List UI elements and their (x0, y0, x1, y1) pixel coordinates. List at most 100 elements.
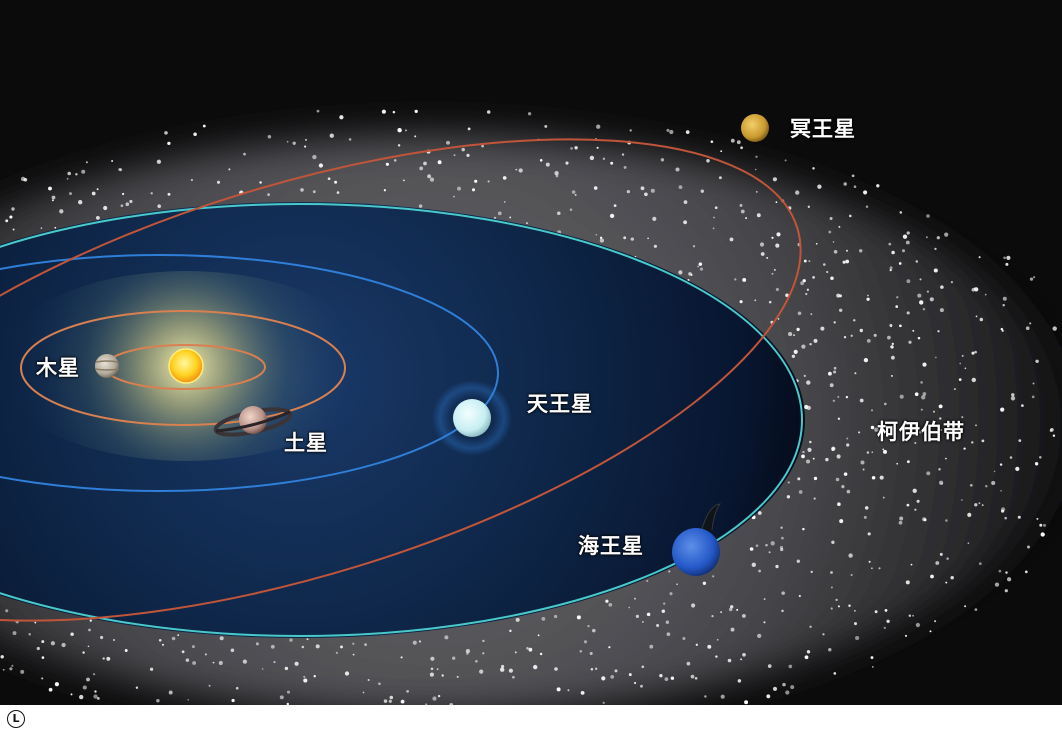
belt-particle (826, 270, 829, 274)
belt-particle (756, 213, 761, 218)
belt-particle (751, 562, 756, 567)
belt-particle (845, 259, 850, 264)
uranus-icon (432, 380, 512, 456)
belt-particle (745, 217, 748, 220)
belt-particle (348, 138, 352, 141)
belt-particle (874, 427, 879, 432)
belt-particle (156, 159, 162, 164)
belt-particle (917, 336, 921, 340)
belt-particle (12, 631, 17, 636)
belt-particle (664, 677, 669, 681)
belt-particle (595, 233, 598, 236)
belt-particle (871, 451, 874, 454)
belt-particle (914, 508, 917, 511)
belt-particle (688, 272, 692, 276)
belt-particle (666, 632, 671, 637)
belt-particle (914, 392, 919, 397)
belt-particle (896, 296, 899, 299)
belt-particle (452, 656, 456, 660)
belt-particle (599, 236, 603, 239)
belt-particle (392, 110, 396, 114)
belt-particle (781, 609, 784, 613)
belt-particle (193, 132, 197, 137)
belt-particle (912, 488, 917, 493)
belt-particle (891, 346, 894, 349)
belt-particle (537, 634, 540, 637)
belt-particle (303, 678, 308, 683)
belt-particle (487, 180, 490, 183)
belt-particle (851, 174, 855, 178)
belt-particle (300, 188, 304, 192)
belt-particle (969, 483, 973, 487)
belt-particle (102, 657, 105, 660)
belt-particle (533, 664, 538, 670)
belt-particle (1024, 570, 1028, 574)
belt-particle (528, 647, 533, 652)
belt-particle (694, 676, 698, 680)
belt-particle (715, 655, 718, 658)
belt-particle (48, 687, 53, 692)
belt-particle (273, 661, 276, 664)
belt-particle (514, 651, 517, 654)
belt-particle (846, 249, 848, 252)
belt-particle (243, 152, 246, 156)
belt-particle (807, 205, 810, 208)
belt-particle (832, 399, 836, 403)
belt-particle (51, 199, 54, 202)
belt-particle (770, 541, 775, 546)
belt-particle (112, 638, 116, 642)
belt-particle (786, 495, 791, 499)
belt-particle (486, 110, 491, 114)
belt-particle (926, 290, 930, 293)
belt-particle (466, 652, 469, 655)
belt-particle (1021, 404, 1024, 407)
belt-particle (675, 167, 680, 172)
belt-particle (795, 190, 800, 195)
belt-particle (870, 409, 874, 412)
belt-particle (771, 272, 774, 275)
jupiter-label: 木星 (36, 356, 80, 380)
belt-particle (882, 496, 885, 499)
belt-particle (967, 542, 970, 545)
belt-particle (802, 527, 805, 531)
belt-particle (860, 460, 865, 465)
belt-particle (850, 573, 853, 577)
belt-particle (653, 244, 658, 248)
pluto-orbit (0, 138, 802, 622)
belt-particle (866, 451, 870, 454)
belt-particle (831, 447, 835, 452)
belt-particle (595, 667, 598, 670)
saturn-orbit (20, 310, 346, 426)
belt-particle (830, 571, 833, 574)
belt-particle (0, 655, 4, 659)
belt-particle (871, 567, 873, 569)
belt-particle (922, 308, 926, 311)
belt-particle (383, 189, 387, 192)
belt-particle (768, 300, 772, 304)
belt-particle (939, 417, 942, 420)
belt-particle (502, 176, 507, 180)
belt-particle (813, 338, 818, 343)
belt-particle (403, 179, 405, 182)
belt-particle (267, 134, 272, 139)
belt-particle (773, 268, 776, 271)
belt-particle (939, 308, 944, 313)
belt-particle (466, 153, 470, 157)
belt-particle (796, 559, 800, 563)
belt-particle (961, 354, 964, 357)
belt-particle (938, 404, 943, 409)
belt-particle (583, 640, 588, 644)
belt-particle (649, 644, 654, 649)
belt-particle (656, 623, 660, 628)
belt-particle (663, 602, 666, 605)
belt-particle (1009, 456, 1013, 459)
belt-particle (412, 640, 417, 645)
belt-particle (381, 109, 386, 114)
belt-particle (541, 617, 546, 621)
belt-particle (837, 502, 841, 506)
belt-particle (805, 292, 808, 296)
belt-particle (926, 471, 931, 476)
belt-particle (920, 408, 923, 411)
belt-particle (905, 240, 910, 245)
belt-particle (777, 318, 780, 320)
